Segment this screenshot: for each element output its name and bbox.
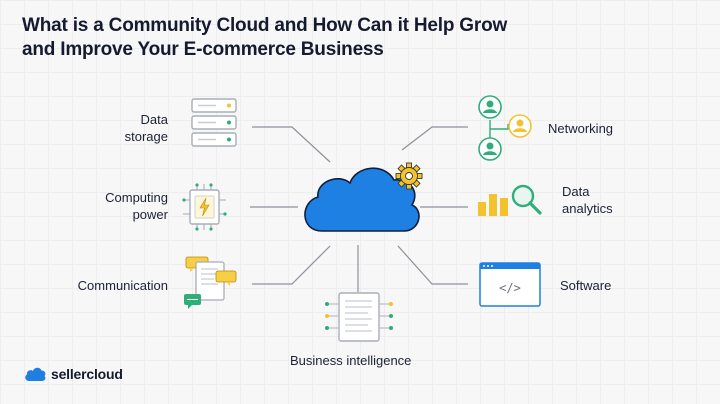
label-business-intelligence: Business intelligence [290, 353, 412, 368]
logo-cloud-icon [25, 367, 46, 381]
connector-lines [250, 126, 468, 292]
cpu-chip-icon [182, 183, 227, 231]
logo-text: sellercloud [51, 366, 123, 382]
user-avatar-top [478, 95, 502, 119]
connector-data-storage [252, 126, 331, 163]
gear-icon [395, 162, 423, 190]
label-computing-power: Computing power [105, 190, 168, 222]
code-glyph: </> [499, 281, 521, 295]
connector-software [397, 245, 468, 285]
page-title: What is a Community Cloud and How Can it… [22, 15, 508, 60]
user-avatar-right [508, 114, 532, 138]
chat-documents-icon [184, 256, 237, 309]
label-data-storage: Data storage [124, 112, 168, 144]
bar-chart-magnifier-icon [478, 184, 542, 216]
user-avatar-bottom [478, 137, 502, 161]
cloud-icon [304, 167, 420, 232]
browser-code-icon: </> [479, 262, 541, 307]
connector-communication [252, 245, 331, 285]
label-networking: Networking [548, 121, 614, 136]
user-network-icon [478, 95, 532, 161]
label-data-analytics: Data analytics [562, 184, 613, 216]
label-communication: Communication [77, 278, 168, 293]
report-document-icon [325, 292, 393, 342]
connector-networking [401, 126, 468, 151]
sellercloud-logo: sellercloud [24, 364, 123, 384]
server-stack-icon [191, 98, 237, 147]
label-software: Software [560, 278, 612, 293]
